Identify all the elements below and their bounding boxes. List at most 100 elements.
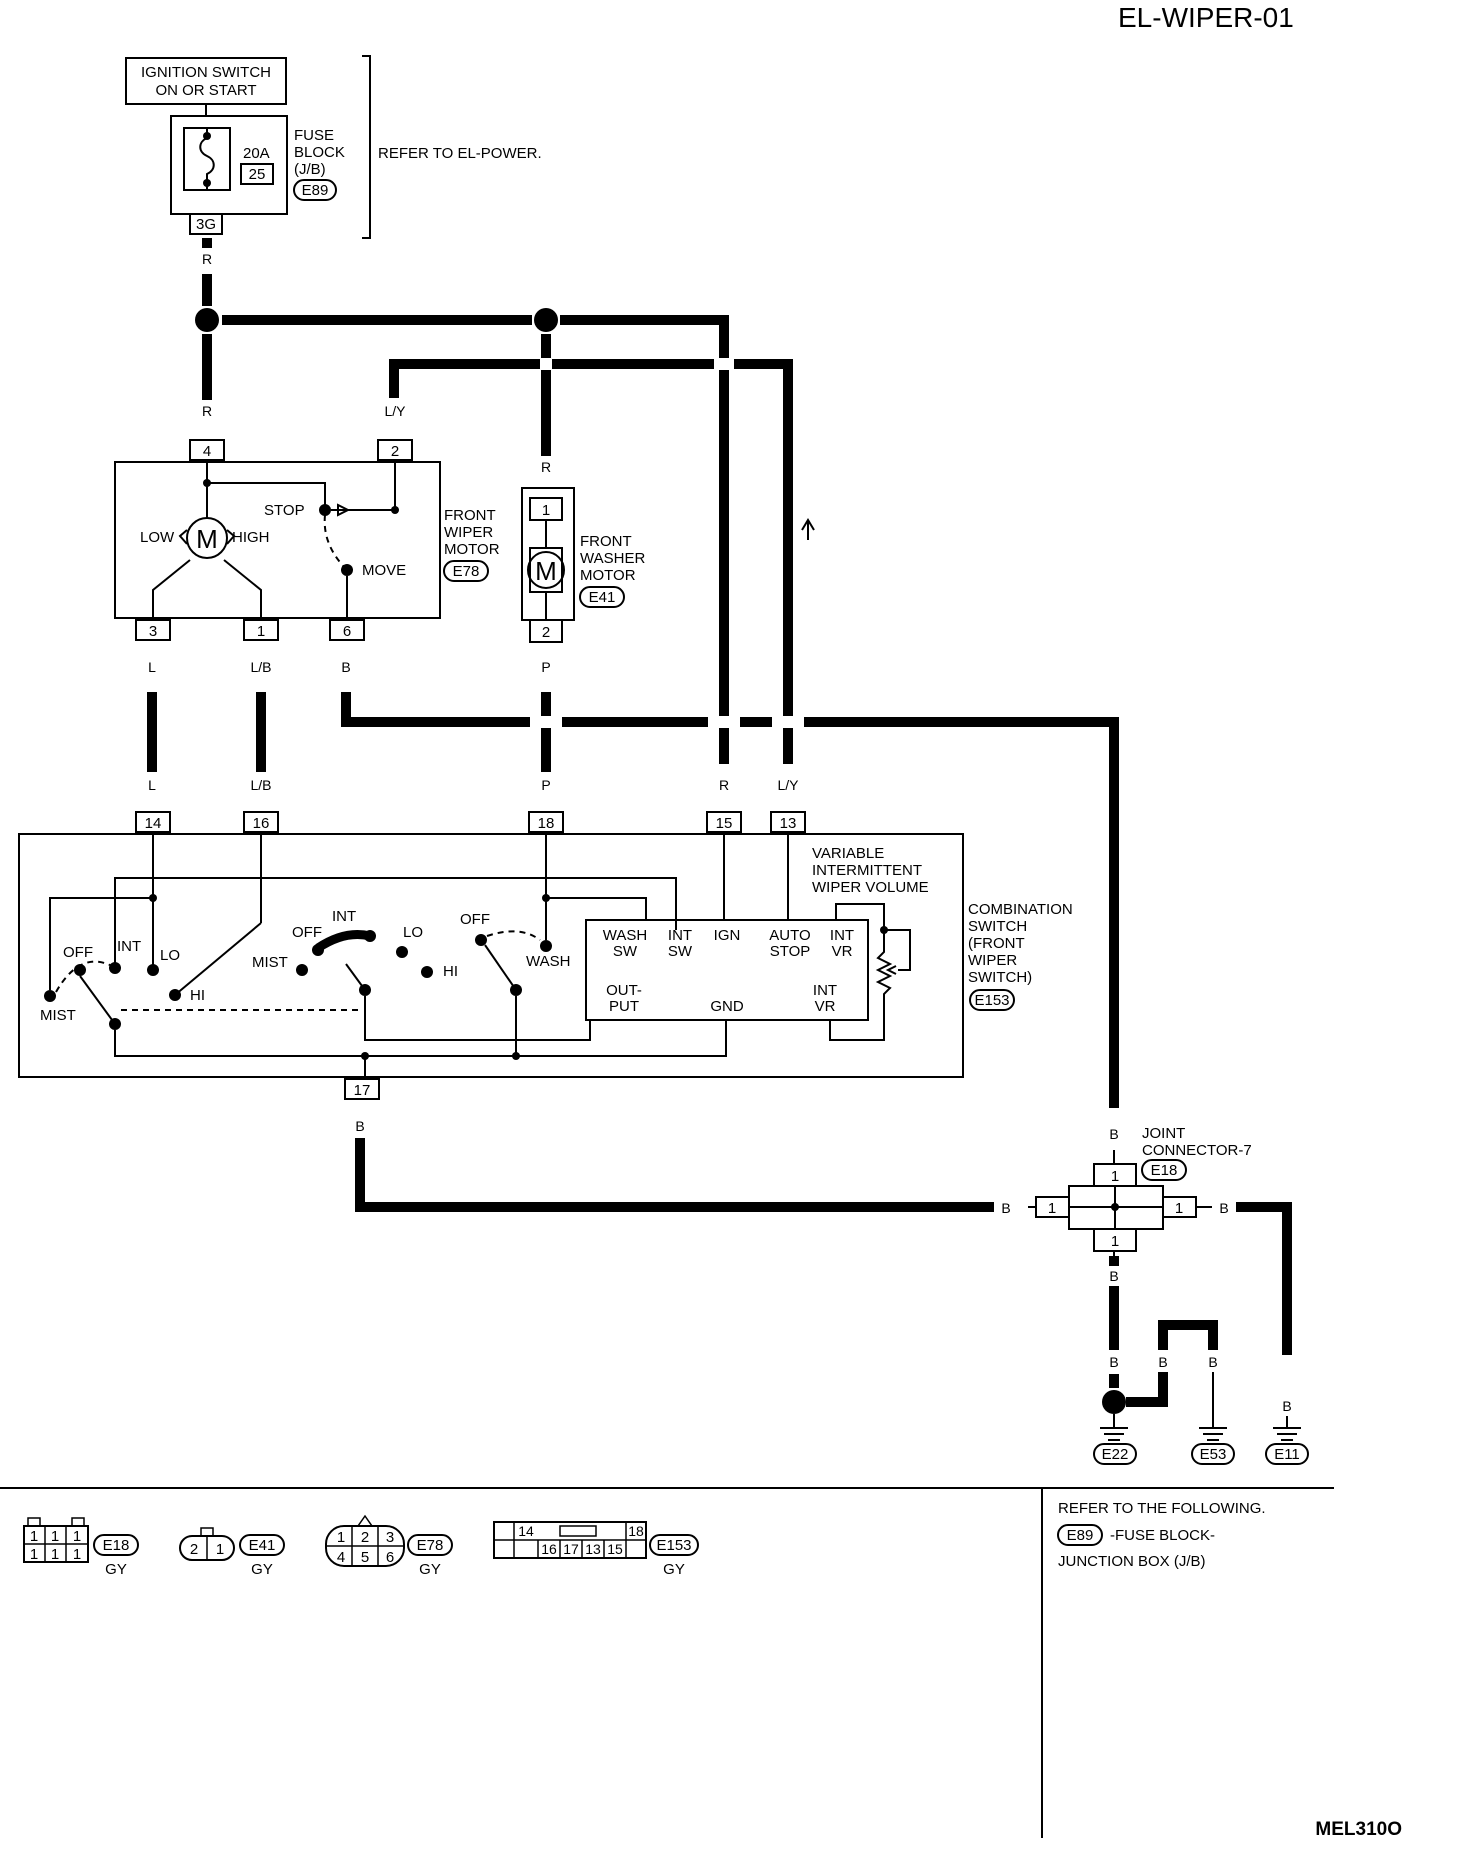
legend-e153-c6: 15 — [607, 1541, 623, 1557]
unit-gnd: GND — [710, 998, 744, 1015]
switch-label-5: SWITCH) — [968, 969, 1032, 986]
wire-label-p-1: P — [541, 659, 550, 675]
wire-harness — [147, 274, 1292, 1414]
wire-label-r-4: R — [719, 777, 729, 793]
switch-pin-14: 14 — [145, 815, 162, 832]
fuse-label-1: FUSE — [294, 127, 334, 144]
ignition-label-2: ON OR START — [155, 82, 256, 99]
front-washer-motor: 1 2 M FRONT WASHER MOTOR E41 — [521, 487, 645, 643]
sw1-mist: MIST — [40, 1007, 76, 1024]
legend-e78-c5: 5 — [361, 1549, 369, 1566]
figure-code: MEL310O — [1315, 1819, 1402, 1840]
switch-connector-id: E153 — [974, 992, 1009, 1009]
wire-label-b-7: B — [1109, 1354, 1118, 1370]
ground-e53: E53 — [1200, 1446, 1227, 1463]
refer-connector: E89 — [1067, 1527, 1094, 1544]
sw2-off: OFF — [292, 924, 322, 941]
legend-connector-e78: 1 2 3 4 5 6 E78 GY — [325, 1514, 453, 1578]
wiper-connector-id: E78 — [453, 563, 480, 580]
ground-icon-e53 — [1199, 1427, 1227, 1441]
ground-icon-e11 — [1273, 1427, 1301, 1441]
refer-line-2: JUNCTION BOX (J/B) — [1058, 1553, 1206, 1570]
wire-label-ly-1: L/Y — [384, 403, 406, 419]
unit-int-sw-2: SW — [668, 943, 693, 960]
unit-int-vr-top-2: VR — [832, 943, 853, 960]
legend-e153-color: GY — [663, 1561, 685, 1578]
wiper-pin-6: 6 — [343, 623, 351, 640]
wire-label-b-2: B — [355, 1118, 364, 1134]
unit-auto-stop-1: AUTO — [769, 927, 810, 944]
wiper-pin-1: 1 — [257, 623, 265, 640]
washer-motor-icon — [527, 551, 565, 589]
wire-label-b-10: B — [1282, 1398, 1291, 1414]
unit-wash-sw-2: SW — [613, 943, 638, 960]
wire-label-b-6: B — [1109, 1268, 1118, 1284]
wiper-m-label: M — [196, 524, 218, 554]
switch-label-2: SWITCH — [968, 918, 1027, 935]
legend-e78-color: GY — [419, 1561, 441, 1578]
fuse-rating: 20A — [243, 145, 270, 162]
legend-e41-color: GY — [251, 1561, 273, 1578]
refer-line-1: -FUSE BLOCK- — [1110, 1527, 1215, 1544]
sw2-int: INT — [332, 908, 356, 925]
joint-connector-id: E18 — [1151, 1162, 1178, 1179]
legend-e153-id: E153 — [656, 1537, 691, 1554]
ignition-switch: IGNITION SWITCH ON OR START — [125, 57, 287, 105]
wiper-label-2: WIPER — [444, 524, 493, 541]
wiper-pin-3: 3 — [149, 623, 157, 640]
wiper-low-label: LOW — [140, 529, 175, 546]
washer-label-2: WASHER — [580, 550, 645, 567]
legend-e41-c2: 1 — [216, 1541, 224, 1558]
wire-labels: R R L/Y R L L/B B P L L/B P R L/Y B B B … — [140, 238, 1298, 1416]
splice-main — [195, 308, 219, 332]
unit-int-vr-bottom-2: VR — [815, 998, 836, 1015]
wiper-motor-icon — [186, 517, 228, 559]
wire-label-b-9: B — [1208, 1354, 1217, 1370]
fuse-terminal-label: 3G — [196, 216, 216, 233]
ground-e22: E22 — [1102, 1446, 1129, 1463]
sw1-off: OFF — [63, 944, 93, 961]
legend-connector-e41: 2 1 E41 GY — [179, 1527, 285, 1578]
legend-e18-color: GY — [105, 1561, 127, 1578]
wire-label-lb-1: L/B — [250, 659, 271, 675]
wire-label-l-2: L — [148, 777, 156, 793]
unit-int-vr-bottom-1: INT — [813, 982, 837, 999]
wire-label-b-1: B — [341, 659, 350, 675]
legend-e18-c3: 1 — [73, 1528, 81, 1545]
unit-int-vr-top-1: INT — [830, 927, 854, 944]
joint-label-2: CONNECTOR-7 — [1142, 1142, 1252, 1159]
legend-e18-id: E18 — [103, 1537, 130, 1554]
legend-e153-c2: 18 — [628, 1523, 644, 1539]
wire-label-p-2: P — [541, 777, 550, 793]
fuse-connector-id: E89 — [302, 182, 329, 199]
ignition-label-1: IGNITION SWITCH — [141, 64, 271, 81]
switch-pin-17: 17 — [354, 1082, 371, 1099]
wiper-high-label: HIGH — [232, 529, 270, 546]
vr-label-2: INTERMITTENT — [812, 862, 922, 879]
fuse-label-2: BLOCK — [294, 144, 345, 161]
joint-pin-left: 1 — [1048, 1200, 1056, 1217]
sw1-lo: LO — [160, 947, 180, 964]
fuse-number: 25 — [249, 166, 266, 183]
switch-pin-16: 16 — [253, 815, 270, 832]
legend-e153-c3: 16 — [541, 1541, 557, 1557]
washer-label-3: MOTOR — [580, 567, 636, 584]
legend-e18-c4: 1 — [30, 1546, 38, 1563]
unit-int-sw-1: INT — [668, 927, 692, 944]
legend-e78-c4: 4 — [337, 1549, 345, 1566]
sw1-int: INT — [117, 938, 141, 955]
refer-heading: REFER TO THE FOLLOWING. — [1058, 1500, 1266, 1517]
unit-auto-stop-2: STOP — [770, 943, 811, 960]
legend-connector-e18: 1 1 1 1 1 1 E18 GY — [23, 1517, 139, 1578]
wiper-move-label: MOVE — [362, 562, 406, 579]
washer-connector-id: E41 — [589, 589, 616, 606]
fuse-label-3: (J/B) — [294, 161, 326, 178]
ground-e11: E11 — [1274, 1446, 1300, 1463]
sw2-mist: MIST — [252, 954, 288, 971]
wire-label-r-3: R — [541, 459, 551, 475]
wiper-pin-2: 2 — [391, 443, 399, 460]
sw2-lo: LO — [403, 924, 423, 941]
legend-e78-c6: 6 — [386, 1549, 394, 1566]
vr-label-3: WIPER VOLUME — [812, 879, 929, 896]
legend-e78-c3: 3 — [386, 1529, 394, 1546]
